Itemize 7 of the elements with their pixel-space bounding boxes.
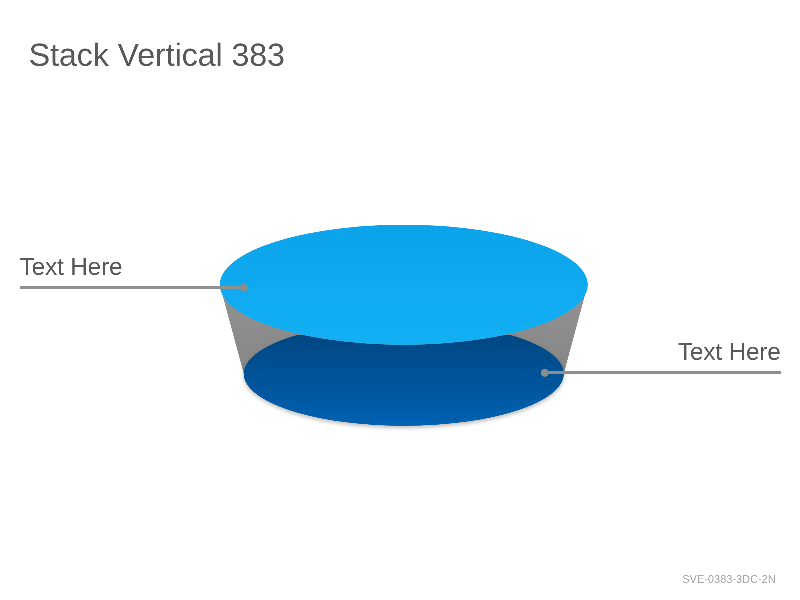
footer-code: SVE-0383-3DC-2N bbox=[682, 573, 776, 587]
callout-text: Text Here bbox=[20, 254, 123, 288]
leader-line bbox=[541, 369, 781, 377]
leader-line bbox=[20, 284, 248, 292]
title: Stack Vertical 383 bbox=[29, 36, 286, 74]
callout-text: Text Here bbox=[678, 339, 781, 373]
top-disc bbox=[220, 225, 588, 345]
